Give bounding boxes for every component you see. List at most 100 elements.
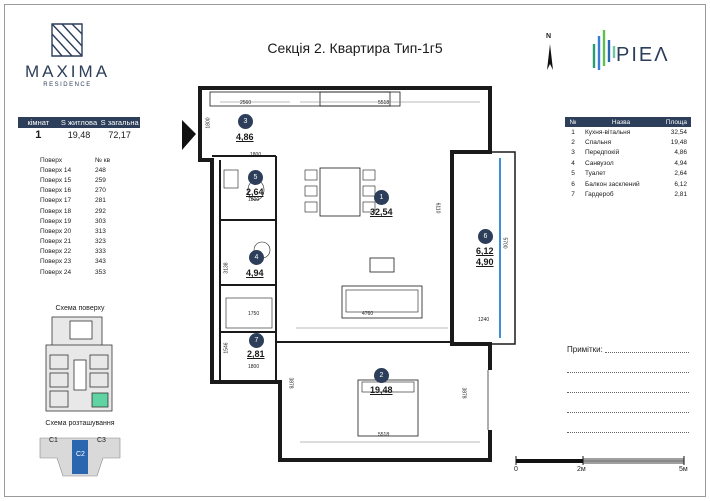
location-c3: C3 — [97, 437, 106, 444]
brand-name: MAXIMA — [24, 62, 111, 81]
notes-line — [567, 432, 689, 433]
north-label: N — [546, 33, 552, 40]
room-name: Туалет — [585, 170, 606, 178]
floor-name: Поверх 19 — [40, 217, 72, 225]
room-area-5: 2,64 — [246, 187, 264, 197]
room-badge-7: 7 — [249, 333, 264, 348]
apartment-summary: кімнат S житлова S загальна 1 19,48 72,1… — [18, 117, 140, 142]
notes-line — [567, 412, 689, 413]
room-badge-5: 5 — [248, 170, 263, 185]
riel-logo-icon — [592, 30, 616, 70]
table-row: Поверх 17 281 — [40, 196, 130, 206]
table-row: Поверх 21 323 — [40, 237, 130, 247]
summary-header: кімнат S житлова S загальна — [18, 117, 140, 128]
apt-number: 292 — [95, 207, 106, 215]
table-row: Поверх 18 292 — [40, 206, 130, 216]
location-scheme-map — [39, 437, 121, 477]
legend-header-num: № — [569, 118, 577, 126]
floor-name: Поверх 18 — [40, 207, 72, 215]
sheet-border — [4, 4, 706, 497]
dim-wardrobe-h: 1546 — [223, 342, 230, 354]
location-c1: C1 — [49, 437, 58, 444]
maxima-logo-icon — [51, 23, 83, 57]
room-badge-3: 3 — [238, 114, 253, 129]
floor-name: Поверх 17 — [40, 197, 72, 205]
apt-number: 313 — [95, 227, 106, 235]
dim-living-bottom: 4760 — [362, 311, 374, 317]
room-name: Гардероб — [585, 191, 614, 199]
apt-number: 281 — [95, 197, 106, 205]
apt-number: 323 — [95, 238, 106, 246]
notes-label: Примітки: — [567, 345, 603, 354]
room-area-2: 19,48 — [370, 385, 393, 395]
floor-scheme-map — [45, 316, 113, 412]
table-row: 7 Гардероб 2,81 — [565, 189, 691, 199]
table-row: Поверх 16 270 — [40, 186, 130, 196]
dim-living-h: 6110 — [434, 202, 441, 214]
room-name: Спальня — [585, 139, 612, 147]
dim-balcony-w: 1240 — [478, 317, 490, 323]
room-area-3: 4,86 — [236, 132, 254, 142]
dim-toilet-w: 1800 — [248, 197, 260, 203]
room-num: 3 — [571, 149, 575, 157]
page-title: Секція 2. Квартира Тип-1г5 — [267, 40, 443, 56]
scale-label-5m: 5м — [679, 466, 688, 473]
apt-number: 333 — [95, 248, 106, 256]
dim-bedroom-left: 3878 — [287, 377, 294, 389]
apt-number: 343 — [95, 258, 106, 266]
location-c2: C2 — [76, 451, 85, 458]
table-row: Поверх 23 343 — [40, 257, 130, 267]
floor-name: Поверх 16 — [40, 187, 72, 195]
room-area: 2,81 — [674, 191, 687, 199]
notes-line — [567, 392, 689, 393]
room-badge-4: 4 — [249, 250, 264, 265]
room-area-6-alt: 4,90 — [476, 257, 494, 267]
room-badge-1: 1 — [374, 190, 389, 205]
floor-name: Поверх 24 — [40, 268, 72, 276]
room-area: 19,48 — [670, 139, 687, 147]
room-num: 6 — [571, 180, 575, 188]
apt-number: 303 — [95, 217, 106, 225]
room-num: 7 — [571, 191, 575, 199]
room-area-7: 2,81 — [247, 349, 265, 359]
floor-name: Поверх 15 — [40, 176, 72, 184]
room-area: 4,94 — [674, 159, 687, 167]
room-area-1: 32,54 — [370, 207, 393, 217]
apt-number: 353 — [95, 268, 106, 276]
room-num: 1 — [571, 128, 575, 136]
dim-wardrobe-w: 1800 — [248, 364, 260, 370]
dim-bath-h: 3138 — [223, 262, 230, 274]
dim-bath-w: 1750 — [248, 311, 260, 317]
dim-bedroom-w: 5518 — [378, 432, 390, 438]
floors-header-floor: Поверх — [40, 156, 63, 164]
room-num: 5 — [571, 170, 575, 178]
floor-name: Поверх 23 — [40, 258, 72, 266]
summary-living-area: 19,48 — [67, 130, 91, 140]
scale-label-0: 0 — [514, 466, 518, 473]
room-badge-2: 2 — [374, 368, 389, 383]
room-area: 32,54 — [670, 128, 687, 136]
floors-header: Поверх № кв — [40, 155, 130, 165]
legend-header-name: Назва — [611, 118, 631, 126]
summary-rooms: 1 — [35, 129, 42, 141]
apt-number: 270 — [95, 187, 106, 195]
dim-top-kitchen: 2560 — [240, 100, 252, 106]
floor-name: Поверх 21 — [40, 238, 72, 246]
summary-header-total: S загальна — [100, 118, 139, 127]
dim-top-living: 5518 — [378, 100, 390, 106]
summary-total-area: 72,17 — [108, 130, 131, 140]
room-name: Санвузол — [585, 159, 614, 167]
floor-plan — [182, 86, 516, 462]
floors-header-apt: № кв — [95, 156, 111, 164]
developer-name: PIEΛ — [616, 44, 670, 66]
